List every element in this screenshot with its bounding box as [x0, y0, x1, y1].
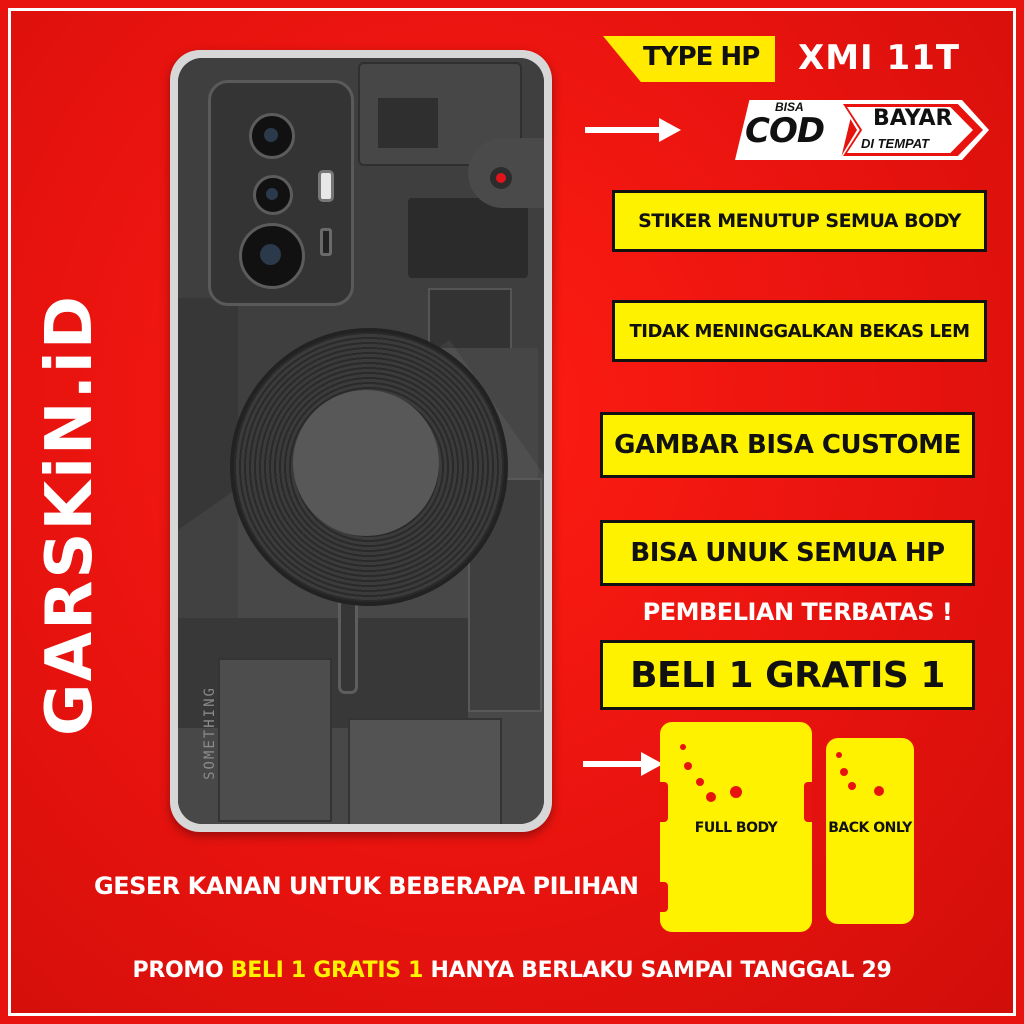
full-body-label: FULL BODY — [694, 820, 778, 836]
cod-badge-left — [735, 100, 855, 160]
engraving-text: SOMETHING — [202, 686, 218, 780]
pcb-block — [178, 298, 238, 618]
pcb-chip — [428, 288, 512, 352]
phone-model: XMI 11T — [798, 38, 961, 78]
feature-text: BISA UNUK SEMUA HP — [630, 538, 945, 568]
promo-suffix: HANYA BERLAKU SAMPAI TANGGAL 29 — [430, 958, 892, 983]
feature-text: GAMBAR BISA CUSTOME — [614, 430, 961, 460]
limited-purchase: PEMBELIAN TERBATAS ! — [642, 598, 953, 626]
pcb-chip — [408, 198, 528, 278]
full-body-skin: FULL BODY — [660, 722, 812, 932]
offer-text: BELI 1 GRATIS 1 — [630, 654, 945, 696]
promo-highlight: BELI 1 GRATIS 1 — [230, 958, 424, 983]
type-hp-tag: TYPE HP — [603, 36, 775, 82]
white-frame — [8, 8, 1016, 1016]
feature-box: STIKER MENUTUP SEMUA BODY — [612, 190, 987, 252]
coil-center — [293, 390, 439, 536]
red-indicator-dot — [496, 173, 506, 183]
flash-icon — [318, 170, 334, 202]
phone-back-skin: SOMETHING — [178, 58, 544, 824]
brand-text: GARSKiN.iD — [33, 294, 107, 736]
feature-box: BISA UNUK SEMUA HP — [600, 520, 975, 586]
offer-box: BELI 1 GRATIS 1 — [600, 640, 975, 710]
promo-footer: PROMO BELI 1 GRATIS 1 HANYA BERLAKU SAMP… — [0, 958, 1024, 983]
feature-box: TIDAK MENINGGALKAN BEKAS LEM — [612, 300, 987, 362]
cod-bisa: BISA — [775, 100, 804, 114]
type-hp-label: TYPE HP — [643, 42, 760, 72]
promo-prefix: PROMO — [132, 958, 224, 983]
brand-logo: GARSKiN.iD — [33, 294, 107, 736]
feature-box: GAMBAR BISA CUSTOME — [600, 412, 975, 478]
engraving: SOMETHING — [200, 668, 220, 798]
back-only-label: BACK ONLY — [828, 820, 912, 836]
cod-di-tempat: DI TEMPAT — [861, 136, 930, 151]
cod-bayar: BAYAR — [873, 106, 953, 131]
feature-text: TIDAK MENINGGALKAN BEKAS LEM — [629, 320, 970, 342]
pcb-block — [218, 658, 332, 822]
back-only-skin: BACK ONLY — [826, 738, 914, 924]
camera-lens-icon — [239, 223, 305, 289]
phone-product-image: SOMETHING — [170, 50, 552, 832]
camera-lens-icon — [249, 113, 295, 159]
pcb-block — [468, 138, 544, 208]
swipe-hint: GESER KANAN UNTUK BEBERAPA PILIHAN — [94, 872, 639, 900]
pcb-block — [348, 718, 502, 824]
pcb-chip — [378, 98, 438, 148]
cod-text: COD — [745, 111, 825, 151]
feature-text: STIKER MENUTUP SEMUA BODY — [638, 210, 961, 232]
camera-lens-icon — [253, 175, 293, 215]
cod-badge-right-fill — [847, 107, 973, 153]
cod-badge: BISA COD BAYAR DI TEMPAT — [735, 100, 990, 160]
microphone-icon — [320, 228, 332, 256]
